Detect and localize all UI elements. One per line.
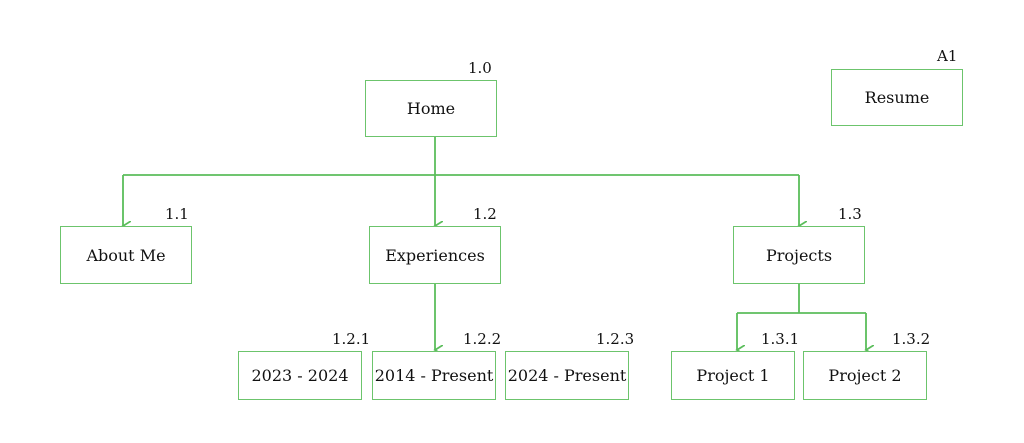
node-resume-code: A1 [937,47,958,65]
node-home[interactable]: Home [365,80,497,137]
node-exp-2014-present[interactable]: 2014 - Present [372,351,496,400]
node-project-2[interactable]: Project 2 [803,351,927,400]
node-resume[interactable]: Resume [831,69,963,126]
node-project-1[interactable]: Project 1 [671,351,795,400]
node-project-1-code: 1.3.1 [761,330,800,348]
node-experiences-code: 1.2 [473,205,497,223]
node-project-2-code: 1.3.2 [892,330,931,348]
node-exp-2024-present[interactable]: 2024 - Present [505,351,629,400]
node-experiences[interactable]: Experiences [369,226,501,284]
node-projects-code: 1.3 [838,205,862,223]
node-about-me[interactable]: About Me [60,226,192,284]
node-exp-2014-present-code: 1.2.2 [463,330,502,348]
node-about-me-code: 1.1 [165,205,189,223]
node-exp-2023-2024-code: 1.2.1 [332,330,371,348]
node-home-code: 1.0 [468,59,492,77]
node-exp-2023-2024[interactable]: 2023 - 2024 [238,351,362,400]
node-exp-2024-present-code: 1.2.3 [596,330,635,348]
node-projects[interactable]: Projects [733,226,865,284]
